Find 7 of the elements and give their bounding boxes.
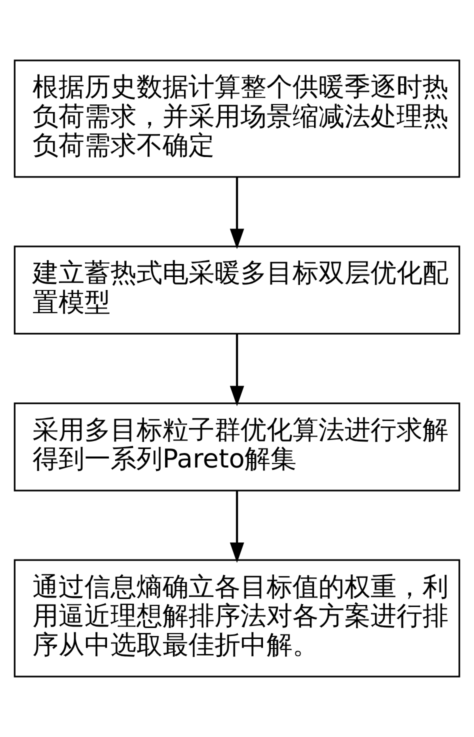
- arrow: [230, 490, 244, 563]
- node-box: 通过信息熵确立各目标值的权重，利用逼近理想解排序法对各方案进行排序从中选取最佳折中解。: [14, 559, 460, 678]
- arrow: [230, 334, 244, 406]
- node-box: 建立蓄热式电采暖多目标双层优化配置模型: [14, 246, 460, 335]
- node-box: 采用多目标粒子群优化算法进行求解得到一系列Pareto解集: [14, 402, 460, 492]
- node-box: 根据历史数据计算整个供暖季逐时热负荷需求，并采用场景缩减法处理热负荷需求不确定: [14, 60, 460, 178]
- arrow: [230, 177, 244, 250]
